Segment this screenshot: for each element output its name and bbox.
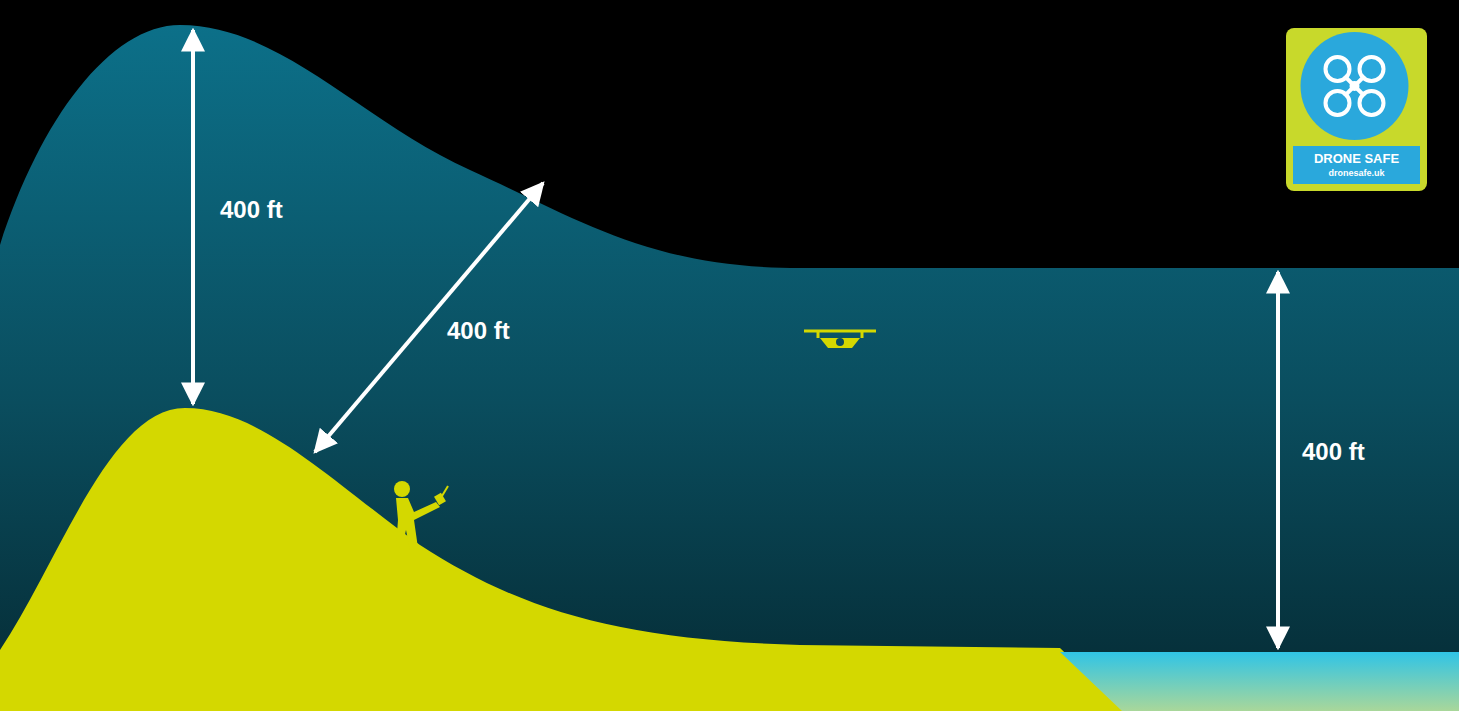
height-arrow [315, 183, 543, 452]
sea [1060, 652, 1459, 711]
drone-icon [804, 331, 876, 348]
dimension-label: 400 ft [1302, 438, 1365, 466]
logo-badge: DRONE SAFEdronesafe.uk [1286, 28, 1427, 191]
height-arrow [191, 30, 195, 404]
hill [0, 408, 1125, 711]
dimension-label: 400 ft [220, 196, 283, 224]
dimension-label: 400 ft [447, 317, 510, 345]
pilot-figure [394, 481, 448, 550]
airspace-band [0, 25, 1459, 711]
logo-title: DRONE SAFE [1295, 151, 1418, 167]
height-arrow [1276, 272, 1280, 648]
logo-url: dronesafe.uk [1295, 167, 1418, 179]
logo-band: DRONE SAFEdronesafe.uk [1293, 146, 1420, 184]
